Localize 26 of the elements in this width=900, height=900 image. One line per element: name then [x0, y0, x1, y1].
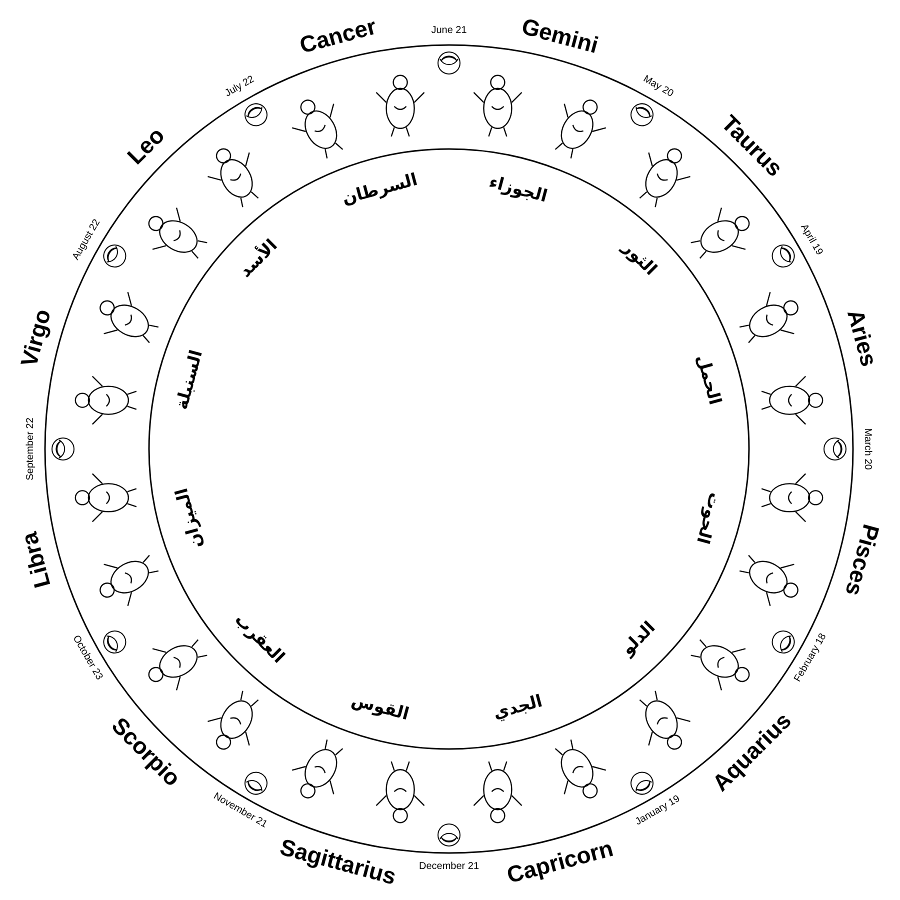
sign-name: Aries	[844, 307, 881, 369]
sign-name: Leo	[124, 124, 169, 169]
sign-name: العقرب	[232, 610, 288, 666]
date-label: March 20	[862, 428, 872, 470]
sign-name: Pisces	[842, 522, 883, 598]
sign-name: Cancer	[298, 14, 379, 57]
sign-name: السرطان	[340, 172, 420, 208]
sign-name: الثور	[618, 239, 659, 280]
sign-name: الدلو	[618, 618, 658, 658]
date-label: July 22	[224, 74, 256, 100]
sign-name: الجدي	[492, 693, 545, 723]
sign-name: الأسد	[238, 238, 282, 282]
date-label: September 22	[26, 418, 36, 480]
sign-name: Capricorn	[504, 837, 616, 888]
date-label: May 20	[641, 74, 675, 100]
sign-name: القوس	[349, 692, 410, 724]
sign-name: السنبلة	[174, 348, 206, 412]
date-label: June 21	[431, 26, 467, 36]
sign-name: الحوت	[692, 490, 723, 546]
sign-name: Virgo	[16, 307, 54, 370]
sign-name: Libra	[17, 530, 54, 590]
date-label: December 21	[418, 862, 480, 872]
sign-name: الميزان	[174, 486, 206, 550]
sign-name: الجوزاء	[487, 174, 550, 206]
sign-name: Gemini	[519, 14, 600, 57]
sign-name: الحمل	[693, 352, 723, 406]
